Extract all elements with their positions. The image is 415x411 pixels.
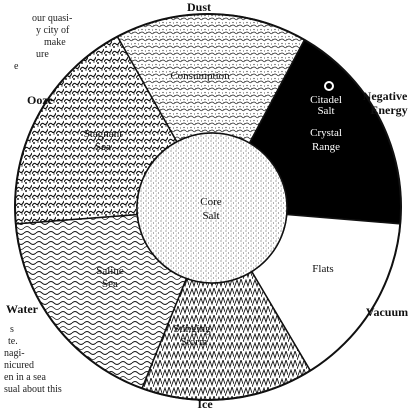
- label-core-salt-line2: Salt: [202, 210, 219, 222]
- label-citadel-salt-line2: Salt: [317, 105, 334, 117]
- label-dust: Dust: [187, 0, 211, 14]
- label-consumption: Consumption: [170, 70, 230, 82]
- label-saline-sea-line2: Sea: [102, 278, 118, 290]
- label-ice: Ice: [197, 397, 213, 411]
- label-crystal-range-line1: Crystal: [310, 127, 342, 139]
- citadel-marker-dot-icon: [326, 83, 332, 89]
- label-vacuum: Vacuum: [366, 305, 408, 319]
- label-negative-energy-line1: Negative: [363, 89, 408, 103]
- label-stagnant-sea-line1: Stagnant: [84, 128, 123, 140]
- label-stagnant-sea-line2: Sea: [95, 141, 111, 153]
- label-stinging-storm-line1: Stinging: [173, 323, 211, 335]
- label-ooze: Ooze: [27, 93, 54, 107]
- label-saline-sea-line1: Saline: [96, 265, 124, 277]
- label-stinging-storm-line2: Storm: [181, 336, 208, 348]
- label-negative-energy-line2: Energy: [370, 103, 407, 117]
- core-circle: [137, 133, 287, 283]
- label-flats: Flats: [312, 263, 333, 275]
- label-crystal-range-line2: Range: [312, 141, 340, 153]
- label-core-salt-line1: Core: [200, 196, 222, 208]
- label-water: Water: [6, 302, 39, 316]
